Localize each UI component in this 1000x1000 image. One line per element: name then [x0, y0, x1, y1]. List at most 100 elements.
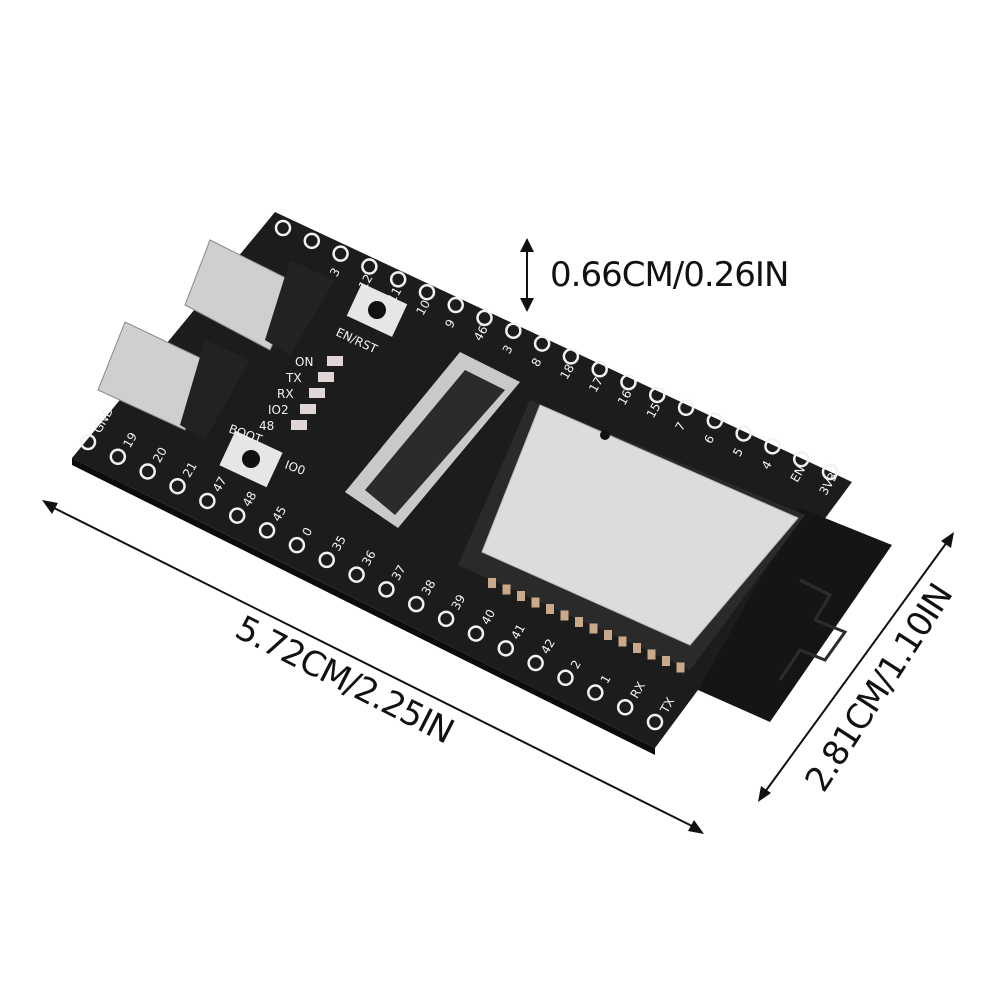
- led-label: 48: [259, 419, 274, 433]
- module-pad: [662, 656, 670, 666]
- pin-hole: [616, 699, 634, 716]
- pin-hole: [557, 669, 574, 687]
- pin-hole: [318, 551, 335, 569]
- pin-hole: [476, 309, 493, 327]
- antenna-trace: [778, 578, 848, 681]
- pin-hole: [533, 335, 551, 352]
- pin-hole: [467, 625, 485, 642]
- pin-hole: [389, 271, 407, 288]
- bottom-pin-label: 21: [180, 459, 200, 479]
- pin-hole: [587, 684, 604, 701]
- bottom-pin-label: 47: [210, 474, 230, 494]
- top-pin-label: 17: [586, 375, 606, 395]
- reset-button[interactable]: [346, 283, 408, 337]
- pin-hole: [447, 296, 464, 314]
- module-pad: [546, 604, 554, 614]
- module-pad: [647, 649, 656, 660]
- bottom-pin-label: 36: [359, 548, 379, 568]
- bottom-pin-label: 35: [329, 533, 349, 553]
- top-pin-label: 11: [385, 285, 405, 305]
- pin-headers: [79, 219, 839, 731]
- pin-hole: [646, 713, 664, 731]
- pin-hole: [591, 361, 608, 378]
- pin-hole: [408, 595, 425, 613]
- pin-hole: [79, 433, 97, 451]
- width-arrow: [758, 532, 954, 802]
- pin-hole: [505, 322, 522, 339]
- module-pad: [618, 636, 627, 647]
- module-pads: [488, 578, 685, 673]
- pin-hole: [258, 522, 276, 539]
- pin-hole: [418, 283, 436, 301]
- fpc-slot: [365, 370, 505, 515]
- led: [309, 388, 325, 398]
- pin-hole: [199, 492, 216, 510]
- led: [300, 404, 316, 414]
- led: [318, 372, 334, 382]
- usb-c-port-bottom: [97, 321, 250, 440]
- pin-hole: [169, 477, 186, 495]
- module-pad: [589, 623, 598, 634]
- led: [291, 420, 307, 430]
- pin-hole: [649, 386, 666, 404]
- pin-hole: [332, 245, 349, 262]
- pin-hole: [562, 348, 580, 365]
- bottom-pin-label: 19: [120, 430, 140, 450]
- bottom-pin-label: 37: [389, 563, 409, 583]
- pin-hole: [361, 258, 378, 275]
- boot-button[interactable]: [219, 430, 283, 488]
- top-pin-label: 15: [644, 400, 664, 420]
- bottom-pin-label: 39: [449, 592, 469, 612]
- bottom-pin-label: 20: [150, 445, 170, 465]
- pin-hole: [139, 463, 156, 480]
- pin-hole: [735, 425, 752, 442]
- pin-hole: [303, 232, 321, 250]
- pin-hole: [706, 412, 724, 429]
- pcb-edge: [72, 458, 655, 755]
- top-pin-label: 18: [557, 362, 577, 382]
- led: [327, 356, 343, 366]
- pin-hole: [620, 373, 637, 391]
- led-label: IO2: [268, 403, 289, 417]
- thickness-dimension-label: 0.66CM/0.26IN: [550, 255, 789, 295]
- pin-hole: [274, 219, 292, 237]
- pin-hole: [288, 536, 306, 554]
- bottom-pin-label: 41: [508, 622, 528, 642]
- bottom-pin-label: 42: [538, 636, 558, 656]
- pin-hole: [821, 463, 839, 481]
- module-pad: [488, 578, 496, 588]
- pin-hole: [109, 448, 127, 465]
- module-pad: [604, 630, 612, 640]
- length-arrow: [42, 500, 704, 834]
- module-pad: [633, 643, 641, 653]
- pin-hole: [378, 581, 395, 598]
- button-label: IO0: [283, 458, 307, 478]
- module-pad: [517, 591, 525, 601]
- module-dot: [600, 430, 610, 440]
- module-pad: [531, 597, 540, 608]
- bottom-pin-label: 48: [240, 489, 260, 509]
- pin-hole: [792, 450, 810, 468]
- thickness-arrow: [520, 238, 534, 312]
- led-label: RX: [277, 387, 294, 401]
- pin-hole: [677, 399, 695, 417]
- top-pin-label: 16: [615, 387, 635, 407]
- pin-hole: [497, 640, 515, 657]
- antenna: [698, 508, 892, 722]
- top-pin-label: 12: [356, 272, 376, 292]
- pin-hole: [228, 507, 246, 524]
- led-label: ON: [295, 355, 313, 369]
- module-pad: [575, 617, 583, 627]
- module-pad: [560, 610, 569, 621]
- pin-hole: [527, 654, 544, 672]
- bottom-pin-label: 45: [270, 504, 290, 524]
- pin-hole: [437, 610, 455, 628]
- module-shield: [481, 404, 799, 646]
- bottom-pin-label: 38: [419, 577, 439, 597]
- module-pad: [676, 662, 685, 673]
- bottom-pin-label: 40: [478, 607, 498, 627]
- module-pad: [502, 584, 511, 595]
